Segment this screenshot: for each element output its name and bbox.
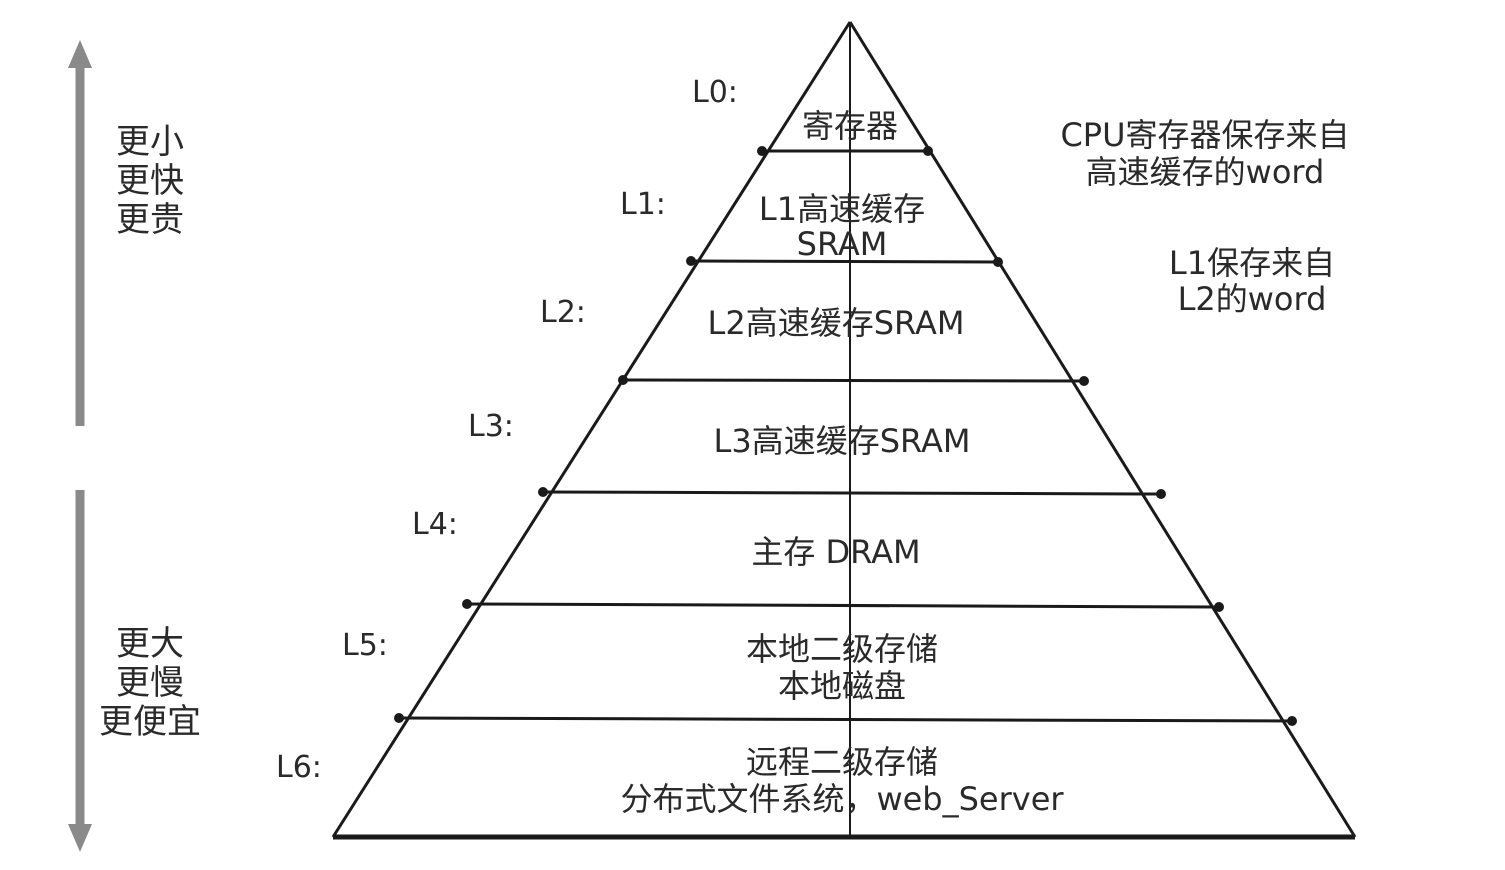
- tier-l4-line-1: 主存 DRAM: [751, 533, 920, 571]
- pyramid-right-edge: [848, 21, 1357, 838]
- divider-5: [398, 716, 1293, 723]
- label-faster: 更快: [116, 161, 184, 201]
- tier-l1-line-2: SRAM: [797, 225, 888, 263]
- divider-1: [690, 259, 999, 264]
- divider-dots: [394, 146, 1297, 726]
- tier-l5-line-1: 本地二级存储: [746, 630, 938, 668]
- tier-l5-line-2: 本地磁盘: [778, 667, 906, 705]
- level-id-l3: L3:: [468, 409, 514, 444]
- pyramid: [331, 21, 1357, 840]
- dot: [993, 257, 1003, 267]
- lower-arrow-head-icon: [68, 824, 92, 852]
- right-notes: CPU寄存器保存来自 高速缓存的word L1保存来自 L2的word: [1060, 116, 1349, 318]
- left-bottom-labels: 更大 更慢 更便宜: [99, 624, 201, 742]
- tier-l6-line-1: 远程二级存储: [746, 743, 938, 781]
- level-id-l0: L0:: [692, 75, 738, 110]
- pyramid-left-edge: [331, 21, 852, 838]
- tier-l2-line-1: L2高速缓存SRAM: [708, 304, 965, 342]
- dot: [923, 146, 933, 156]
- dot: [1079, 376, 1089, 386]
- tier-texts: 寄存器 L1高速缓存 SRAM L2高速缓存SRAM L3高速缓存SRAM 主存…: [620, 107, 1064, 818]
- level-id-l2: L2:: [540, 295, 586, 330]
- note-registers-line-1: CPU寄存器保存来自: [1060, 116, 1349, 154]
- tier-l1-line-1: L1高速缓存: [759, 190, 925, 228]
- dot: [757, 146, 767, 156]
- level-ids: L0: L1: L2: L3: L4: L5: L6:: [276, 75, 738, 785]
- upper-arrow-head-icon: [68, 40, 92, 68]
- dot: [618, 375, 628, 385]
- left-arrows: [68, 40, 92, 852]
- tier-l0-line-1: 寄存器: [802, 107, 898, 145]
- dot: [394, 713, 404, 723]
- level-id-l4: L4:: [412, 507, 458, 542]
- label-cheaper: 更便宜: [99, 702, 201, 742]
- note-registers-line-2: 高速缓存的word: [1086, 153, 1325, 191]
- dot: [538, 487, 548, 497]
- dot: [1156, 489, 1166, 499]
- tier-l6-line-2: 分布式文件系统，web_Server: [620, 780, 1064, 818]
- divider-3: [542, 490, 1162, 496]
- level-id-l6: L6:: [276, 750, 322, 785]
- dot: [462, 599, 472, 609]
- tier-l3-line-1: L3高速缓存SRAM: [714, 422, 971, 460]
- dot: [1214, 602, 1224, 612]
- note-l1-line-1: L1保存来自: [1169, 244, 1335, 282]
- label-slower: 更慢: [116, 663, 184, 703]
- label-bigger: 更大: [116, 624, 184, 664]
- divider-2: [622, 378, 1085, 383]
- left-top-labels: 更小 更快 更贵: [116, 122, 184, 240]
- level-id-l5: L5:: [342, 628, 388, 663]
- tier-dividers: [398, 149, 1293, 723]
- label-smaller: 更小: [116, 122, 184, 162]
- dot: [1287, 716, 1297, 726]
- divider-4: [466, 602, 1220, 609]
- label-pricier: 更贵: [116, 200, 184, 240]
- note-l1-line-2: L2的word: [1178, 280, 1327, 318]
- level-id-l1: L1:: [620, 187, 666, 222]
- dot: [686, 256, 696, 266]
